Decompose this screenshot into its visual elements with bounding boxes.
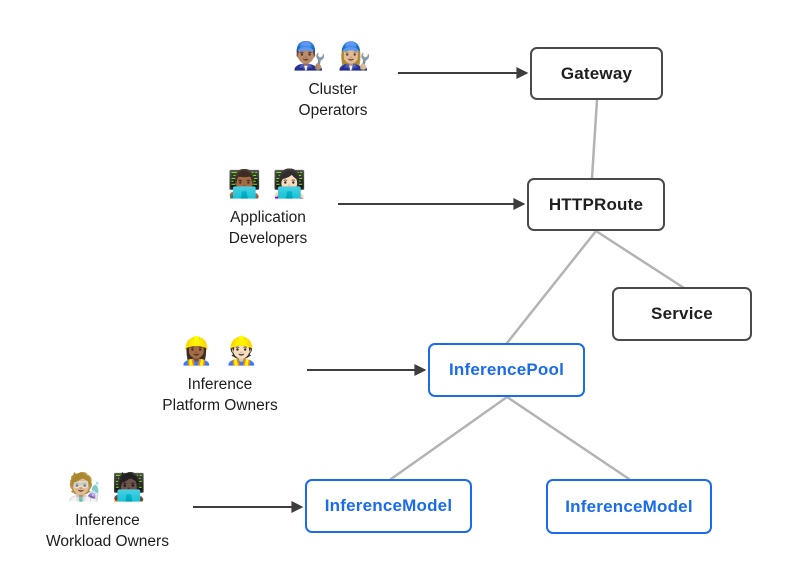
persona-label-line: Application — [230, 209, 306, 226]
persona-label-line: Workload Owners — [46, 533, 169, 550]
persona-inference-workload-owners: 🧑🏼‍🔬 🧑🏿‍💻 Inference Workload Owners — [15, 469, 200, 552]
persona-label-line: Operators — [298, 102, 368, 119]
persona-application-developers: 👨🏾‍💻 👩🏻‍💻 Application Developers — [188, 166, 348, 249]
persona-label-line: Developers — [228, 230, 308, 247]
edge-httproute-inferencepool — [505, 229, 598, 345]
persona-inference-platform-owners-label: Inference Platform Owners — [130, 374, 310, 416]
node-inferencemodel-1: InferenceModel — [305, 479, 472, 533]
node-httproute: HTTPRoute — [527, 178, 665, 231]
persona-label-line: Inference — [75, 512, 140, 529]
edge-inferencepool-inferencemodel-1 — [389, 395, 509, 481]
persona-label-line: Cluster — [308, 81, 358, 98]
edge-inferencepool-inferencemodel-2 — [505, 395, 631, 481]
persona-inference-workload-owners-label: Inference Workload Owners — [15, 510, 200, 552]
node-inferencemodel-2: InferenceModel — [546, 479, 712, 534]
persona-cluster-operators: 👨🏽‍🔧 👩🏼‍🔧 Cluster Operators — [263, 38, 403, 121]
application-developers-icon: 👨🏾‍💻 👩🏻‍💻 — [227, 169, 309, 199]
node-service: Service — [612, 287, 752, 341]
node-inferencepool: InferencePool — [428, 343, 585, 397]
inference-platform-owners-icon: 👷🏾‍♀️ 👷🏻 — [179, 336, 261, 366]
persona-cluster-operators-label: Cluster Operators — [263, 79, 403, 121]
edge-httproute-service — [594, 229, 686, 290]
edge-gateway-httproute — [590, 98, 599, 180]
cluster-operators-icon: 👨🏽‍🔧 👩🏼‍🔧 — [292, 41, 374, 71]
node-gateway: Gateway — [530, 47, 663, 100]
persona-label-line: Inference — [187, 376, 253, 393]
persona-inference-platform-owners: 👷🏾‍♀️ 👷🏻 Inference Platform Owners — [130, 333, 310, 416]
persona-label-line: Platform Owners — [162, 397, 278, 414]
persona-application-developers-label: Application Developers — [188, 207, 348, 249]
inference-workload-owners-icon: 🧑🏼‍🔬 🧑🏿‍💻 — [67, 472, 148, 502]
